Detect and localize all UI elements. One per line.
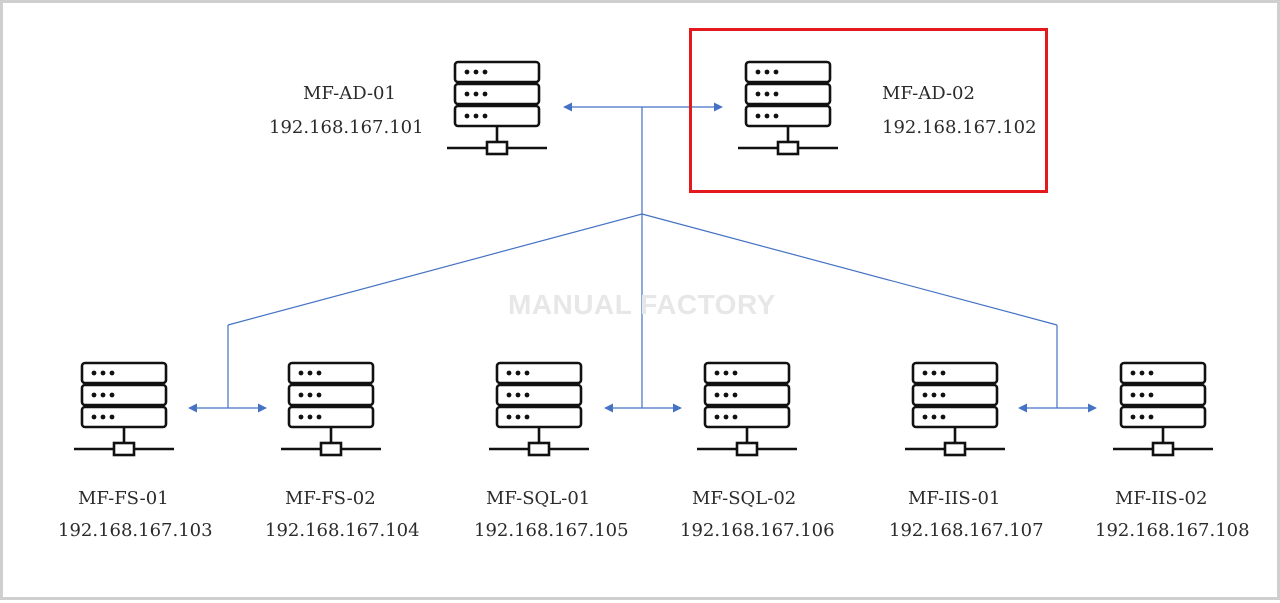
server-name-ad02: MF-AD-02 [882,83,975,104]
server-icon [447,60,547,156]
server-name-fs01: MF-FS-01 [78,488,169,509]
highlight-box [689,28,1048,193]
server-ip-iis01: 192.168.167.107 [889,520,1044,541]
branch-left [227,213,643,326]
server-ip-sql01: 192.168.167.105 [474,520,629,541]
server-name-iis01: MF-IIS-01 [908,488,1001,509]
server-ip-ad02: 192.168.167.102 [882,117,1037,138]
server-ip-iis02: 192.168.167.108 [1095,520,1250,541]
server-name-iis02: MF-IIS-02 [1115,488,1208,509]
branch-right [641,213,1058,326]
server-name-fs02: MF-FS-02 [285,488,376,509]
server-name-sql02: MF-SQL-02 [692,488,797,509]
server-icon [905,361,1005,457]
server-name-sql01: MF-SQL-01 [486,488,591,509]
server-icon [1113,361,1213,457]
watermark: MANUAL FACTORY [508,289,776,320]
server-name-ad01: MF-AD-01 [303,83,396,104]
server-icon [697,361,797,457]
server-icon [74,361,174,457]
server-ip-ad01: 192.168.167.101 [269,117,424,138]
server-icon [281,361,381,457]
network-links [74,60,1213,457]
server-ip-sql02: 192.168.167.106 [680,520,835,541]
server-icon [489,361,589,457]
server-ip-fs02: 192.168.167.104 [265,520,420,541]
server-ip-fs01: 192.168.167.103 [58,520,213,541]
